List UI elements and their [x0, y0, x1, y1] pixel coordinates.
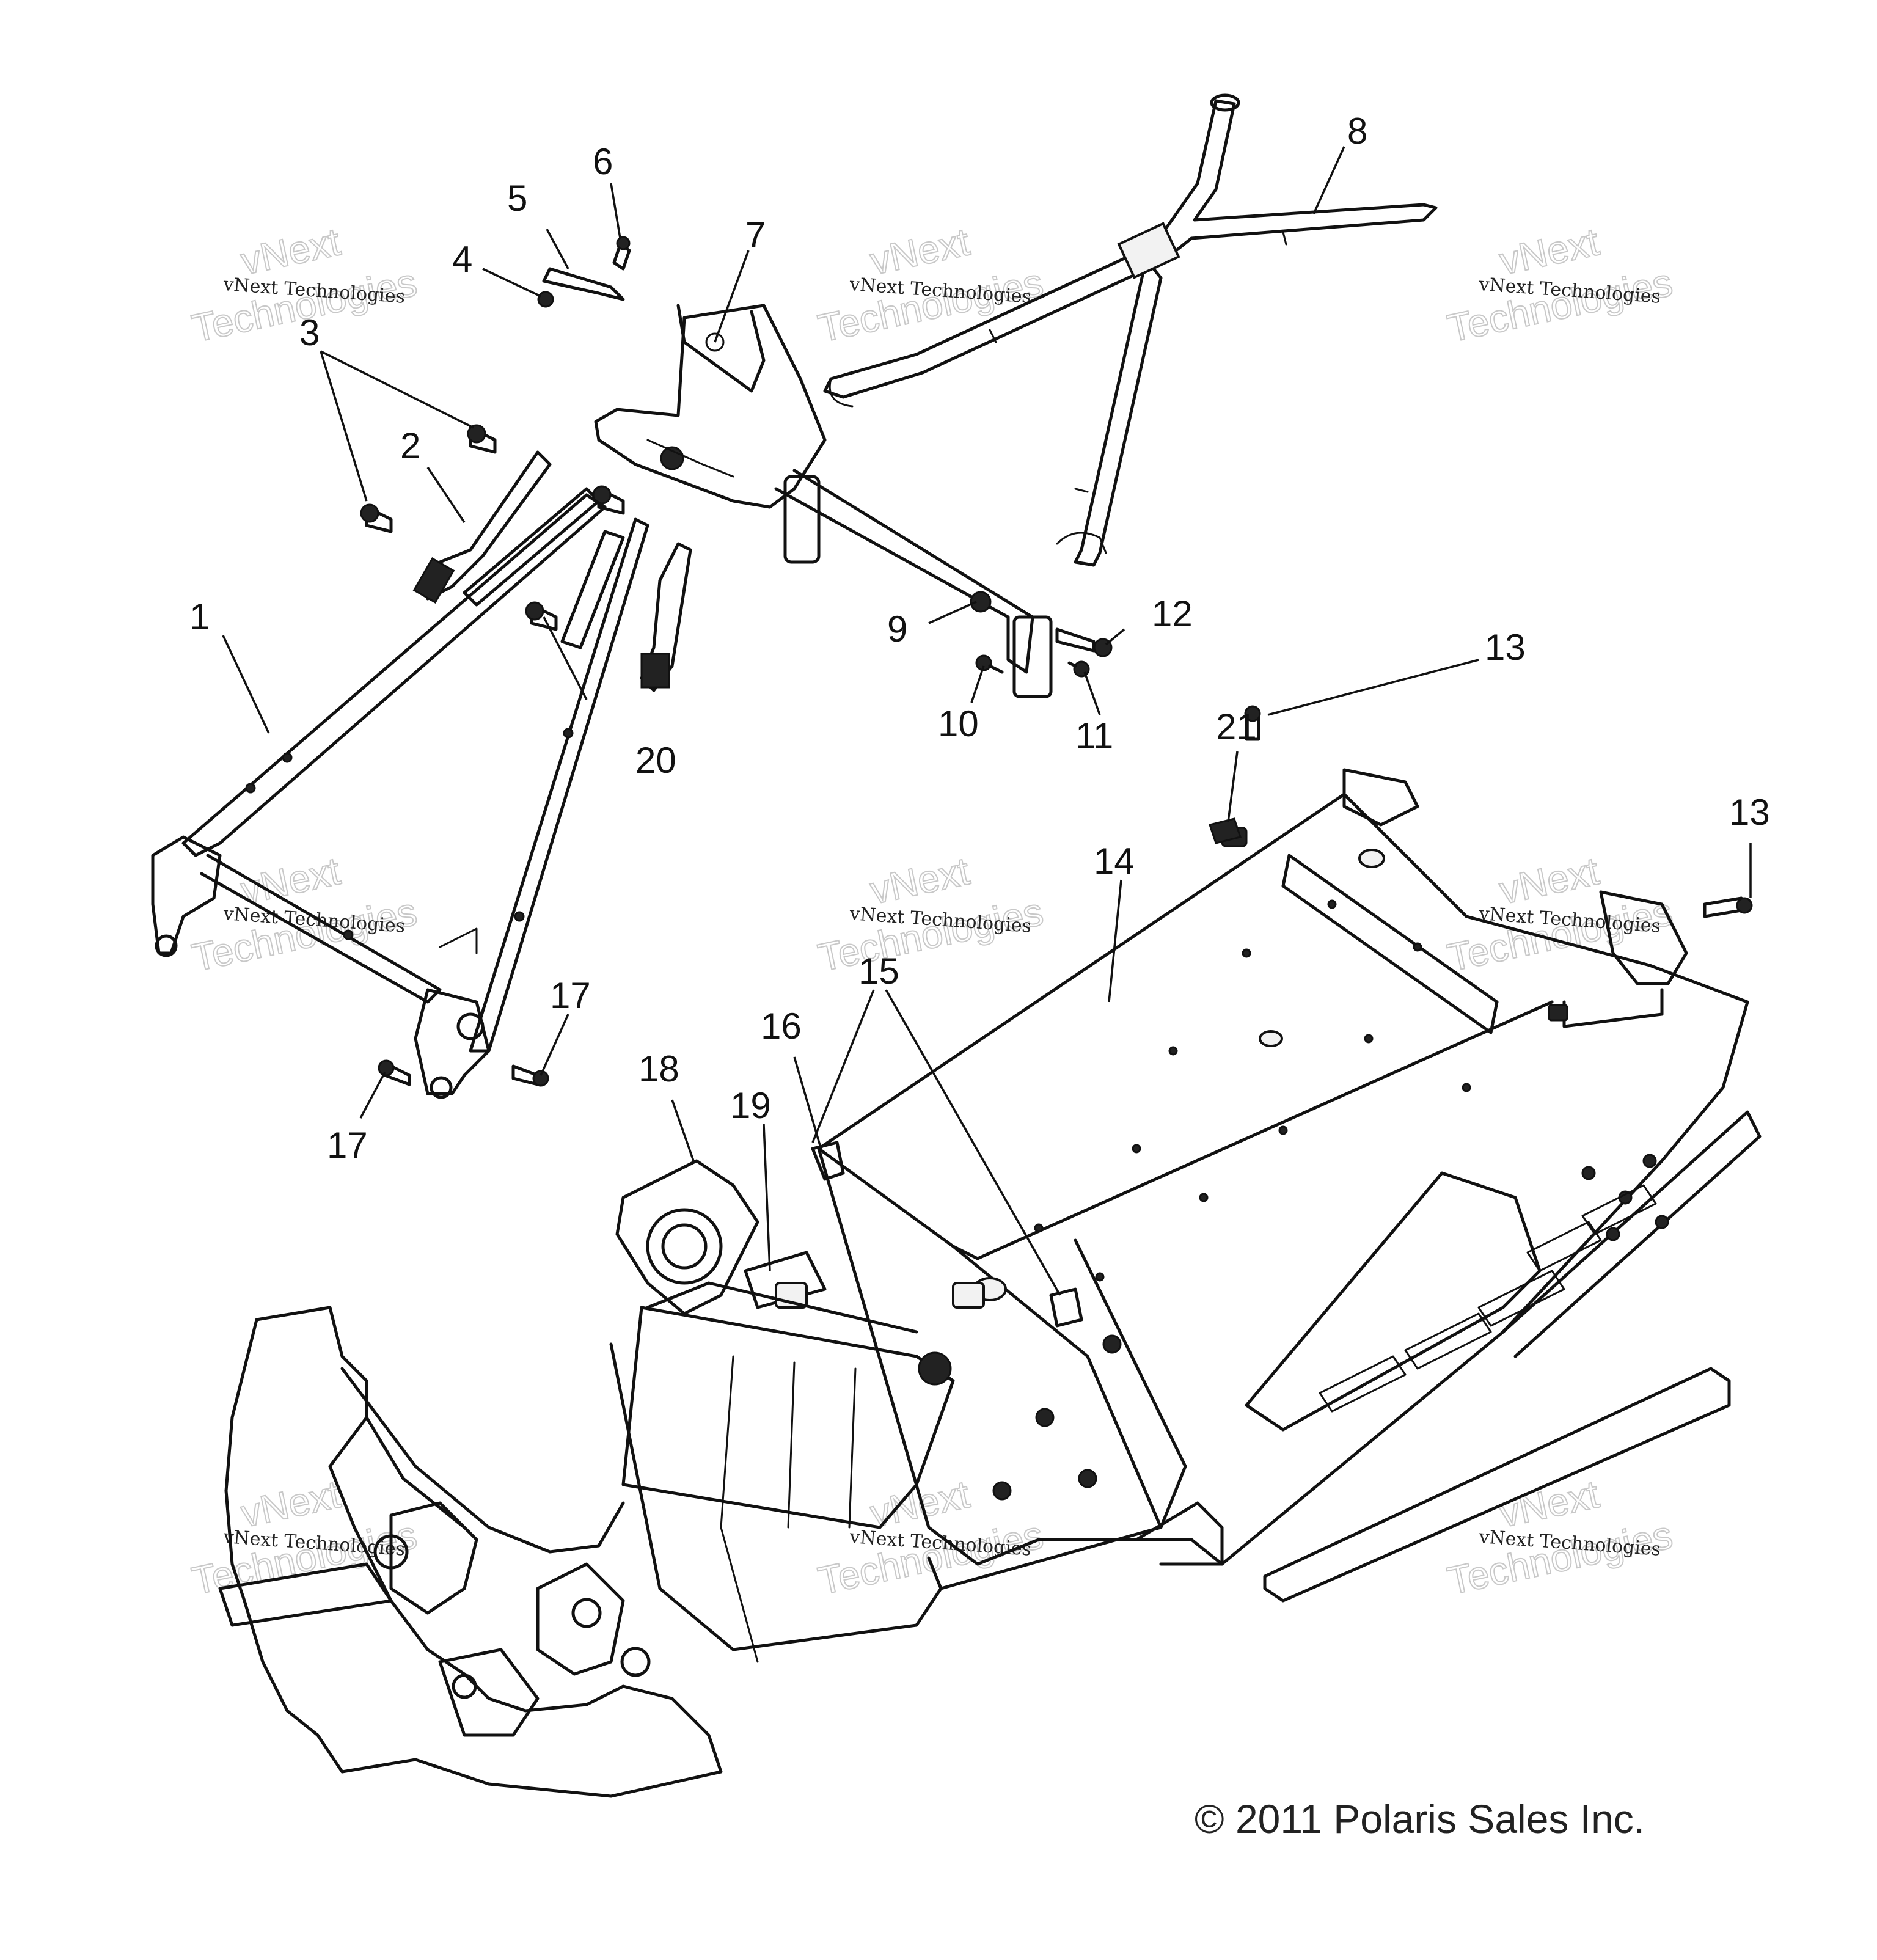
- callout-8: 8: [1347, 111, 1367, 152]
- part-4-nut: [537, 291, 554, 308]
- part-17-bolts: [378, 1059, 549, 1087]
- watermark-mid-center: vNext Technologies vNext Technologies: [814, 848, 1047, 980]
- part-19-plate: [744, 1251, 827, 1309]
- callout-17a: 17: [550, 975, 591, 1016]
- callout-9: 9: [887, 609, 907, 649]
- watermark-line1: vNext: [1496, 849, 1603, 912]
- part-2-cable: [412, 450, 552, 604]
- part-13-bolts: [1244, 705, 1753, 918]
- part-18-front-bulkhead: [218, 1159, 1122, 1798]
- watermark-line1: vNext: [866, 219, 973, 283]
- watermark-line1: vNext: [1496, 219, 1603, 283]
- callout-11: 11: [1075, 715, 1113, 756]
- callout-12: 12: [1152, 593, 1193, 634]
- callout-5: 5: [507, 178, 527, 219]
- part-14-tunnel: [817, 768, 1762, 1603]
- callout-14: 14: [1094, 841, 1135, 882]
- callout-17b: 17: [327, 1125, 368, 1166]
- watermark-bottom-center: vNext Technologies vNext Technologies: [814, 1471, 1047, 1603]
- callout-21: 21: [1216, 706, 1257, 747]
- callout-numbers: 1 2 3 4 5 6 7 8 9 10 11 12 13 13 14 15 1…: [189, 111, 1770, 1166]
- part-7-steering-mount: [594, 304, 1053, 698]
- part-16-bracket: [811, 1141, 845, 1181]
- callout-13b: 13: [1729, 792, 1770, 833]
- watermark-top-right: vNext Technologies vNext Technologies: [1443, 219, 1677, 351]
- part-9-nut: [970, 591, 992, 613]
- callout-3: 3: [299, 312, 320, 353]
- callout-2: 2: [400, 425, 420, 466]
- callout-18: 18: [638, 1048, 679, 1089]
- part-5-clip: [542, 267, 625, 301]
- watermark-line1: vNext: [866, 849, 973, 912]
- part-12-bolt: [1055, 627, 1113, 657]
- callout-7: 7: [745, 214, 766, 255]
- callout-16: 16: [761, 1006, 802, 1047]
- callout-13a: 13: [1485, 627, 1526, 668]
- copyright-text: © 2011 Polaris Sales Inc.: [1195, 1796, 1645, 1841]
- part-15-brackets: [1049, 1287, 1083, 1328]
- part-20-cable-right: [640, 542, 692, 692]
- part-1-a-frame: [151, 493, 649, 1099]
- callout-leaders: [222, 146, 1752, 1296]
- watermark-line1: vNext: [237, 1472, 344, 1535]
- callout-15: 15: [858, 951, 899, 992]
- watermark-line1: vNext: [237, 219, 344, 283]
- part-21-bumper: [1209, 817, 1242, 844]
- callout-19: 19: [730, 1085, 771, 1126]
- callout-4: 4: [452, 239, 472, 280]
- watermark-line1: vNext: [1496, 1472, 1603, 1535]
- callout-6: 6: [593, 141, 613, 182]
- part-10-bolt: [975, 654, 1004, 674]
- watermark-bottom-right: vNext Technologies vNext Technologies: [1443, 1471, 1677, 1603]
- watermark-mid-right: vNext Technologies vNext Technologies: [1443, 848, 1677, 980]
- part-3-bolts: [360, 424, 625, 631]
- part-8-y-brace: [823, 93, 1438, 567]
- callout-10: 10: [938, 703, 979, 744]
- part-6-screw: [612, 236, 631, 271]
- callout-1: 1: [189, 596, 210, 637]
- callout-20: 20: [635, 740, 676, 781]
